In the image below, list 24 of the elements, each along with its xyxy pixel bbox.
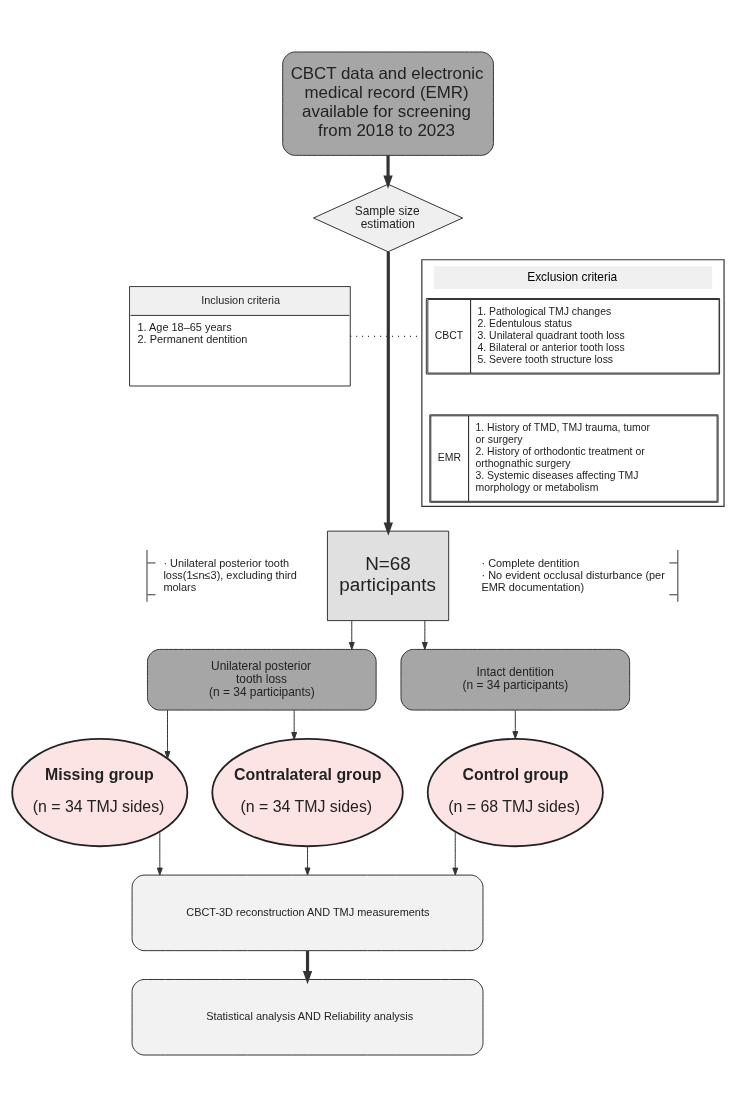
label: · Unilateral posterior tooth loss(1≤n≤3), excluding third molars [163,556,297,593]
node-box: Unilateral posterior tooth loss (n = 34 participants) [147,648,377,711]
node-box: CBCT data and electronic medical record (EMR) available for screening from 2018 to 2023 [282,51,494,156]
label: · Complete dentition [481,556,580,569]
node-ellipse: Missing group (n = 34 TMJ sides) [11,737,189,847]
arrow [291,709,298,740]
arrow [452,830,459,876]
arrow [383,155,393,189]
node-box: Statistical analysis AND Reliability analysis [131,978,484,1055]
node-diamond: Sample size estimation [313,183,464,252]
arrow [383,251,393,536]
node-ellipse: Contralateral group (n = 34 TMJ sides) [211,737,404,847]
arrow [164,709,171,759]
arrow [304,845,311,875]
arrow [156,830,163,876]
node-box: CBCT-3D reconstruction AND TMJ measurements [131,874,484,951]
node-ellipse: Control group (n = 68 TMJ sides) [426,737,604,847]
arrow [348,619,355,650]
arrow [512,709,519,739]
label: · No evident occlusal disturbance (per EMR documentation) [481,568,665,593]
node-box: Intact dentition (n = 34 participants) [400,648,631,711]
node-box: N=68 participants [326,530,450,621]
arrow [421,619,428,650]
arrow [302,950,313,984]
